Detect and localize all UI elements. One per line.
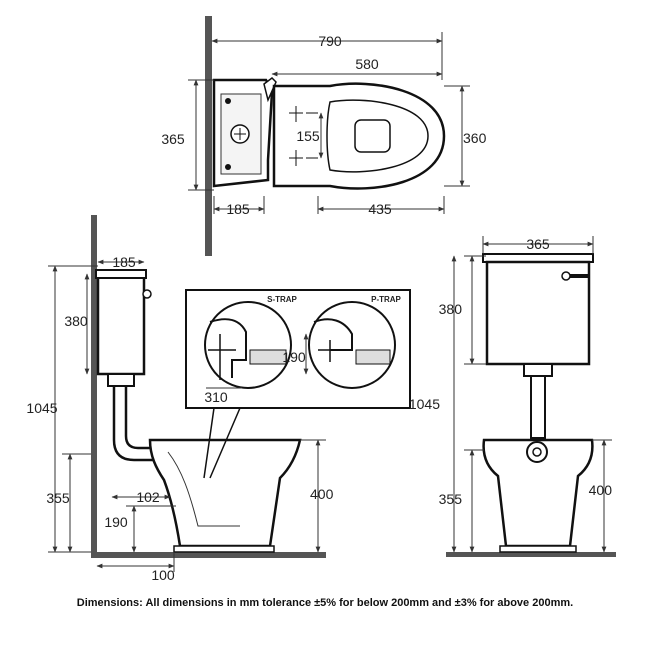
plan-dim-155: 155	[296, 128, 320, 144]
front-cistern	[485, 260, 591, 366]
side-wall	[91, 215, 97, 558]
plan-flush-lever	[263, 77, 277, 103]
side-dim-185: 185	[112, 254, 136, 270]
front-floor	[446, 552, 616, 557]
side-dim-355: 355	[46, 490, 70, 506]
side-pan	[148, 438, 302, 548]
front-dim-1045: 1045	[409, 396, 440, 412]
fixing-hole-icon	[225, 164, 231, 170]
front-view: 365 380 1045 355 400	[409, 236, 616, 557]
dimensions-caption: Dimensions: All dimensions in mm toleran…	[76, 597, 574, 609]
side-dim-100: 100	[151, 567, 175, 583]
fixing-hole-icon	[225, 98, 231, 104]
plan-pan	[272, 82, 446, 190]
side-flush-pipe	[112, 386, 160, 462]
side-dim-102: 102	[136, 489, 160, 505]
detail-leader	[203, 407, 241, 479]
plan-dim-360: 360	[463, 130, 487, 146]
front-flush-pipe	[530, 375, 546, 439]
detail-dim-190: 190	[282, 349, 306, 365]
side-dim-190: 190	[104, 514, 128, 530]
side-dim-1045: 1045	[26, 400, 57, 416]
plan-wall	[205, 16, 212, 256]
plan-seat-opening	[354, 119, 391, 153]
front-dim-355: 355	[439, 491, 463, 507]
plan-dim-580: 580	[355, 56, 379, 72]
side-dim-380: 380	[64, 313, 88, 329]
plan-view: 790 580 365 360 155 185 435	[161, 16, 487, 256]
front-lever-knob-icon	[561, 271, 571, 281]
front-dim-400: 400	[589, 482, 613, 498]
side-dim-400: 400	[310, 486, 334, 502]
plan-dim-435: 435	[368, 201, 392, 217]
front-dim-365: 365	[526, 236, 550, 252]
side-flush-lever-icon	[142, 289, 152, 299]
detail-dim-310: 310	[204, 389, 228, 405]
p-trap-label: P-TRAP	[371, 295, 401, 304]
trap-detail: S-TRAP P-TRAP 190 310	[185, 289, 411, 479]
s-trap-illustration	[204, 301, 292, 389]
side-floor	[91, 552, 326, 558]
side-view: 185 380 1045 355 400 102 190 100	[26, 215, 334, 583]
plan-dim-790: 790	[318, 33, 342, 49]
plan-seat	[326, 99, 429, 173]
front-dim-380: 380	[439, 301, 463, 317]
s-trap-label: S-TRAP	[267, 295, 297, 304]
side-cistern	[96, 272, 146, 376]
plan-dim-185: 185	[226, 201, 250, 217]
plan-fixing-marks	[289, 106, 318, 166]
plan-dim-365: 365	[161, 131, 185, 147]
